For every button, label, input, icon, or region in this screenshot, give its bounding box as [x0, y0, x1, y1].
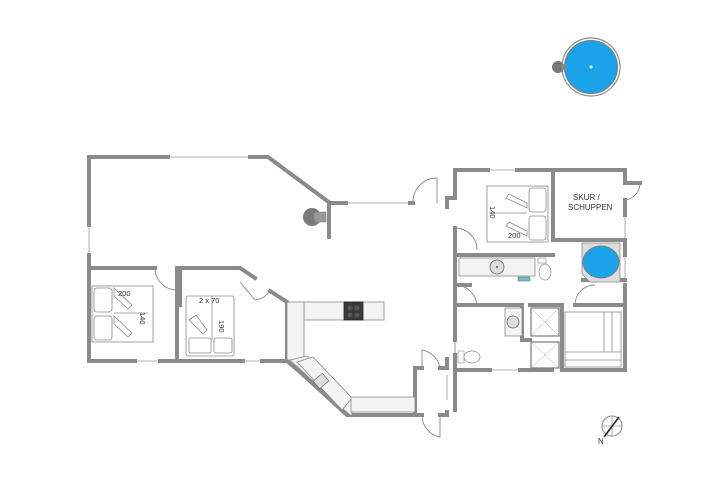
- bed-length-label: 200: [118, 289, 131, 298]
- bed-length-label: 200: [508, 231, 521, 240]
- bedroom-middle-bed: 2 x 70 190: [185, 295, 235, 357]
- bunk-label: 2 x 70: [199, 296, 219, 305]
- bathroom-lower: [457, 307, 560, 369]
- fireplace: [303, 208, 327, 226]
- doors: [154, 177, 641, 438]
- kitchen: [286, 301, 416, 416]
- bedroom-left-bed: 200 140: [91, 285, 154, 343]
- north-label: N: [598, 437, 604, 446]
- compass: N: [598, 415, 623, 446]
- bunk-length-label: 190: [217, 320, 226, 333]
- shed-label-line2: SCHUPPEN: [568, 203, 613, 212]
- shed-label-line1: SKUR /: [573, 193, 600, 202]
- bathroom-upper: [458, 257, 552, 282]
- sauna: [564, 311, 622, 368]
- bed-width-label: 140: [138, 312, 147, 325]
- bedroom-right-bed: 200 140: [486, 185, 549, 243]
- outdoor-pool: [552, 37, 621, 97]
- walls: [87, 155, 642, 417]
- kitchen-sink: [312, 372, 330, 390]
- stove: [343, 301, 364, 321]
- hot-tub: [581, 242, 621, 283]
- bed-width-label: 140: [488, 206, 497, 219]
